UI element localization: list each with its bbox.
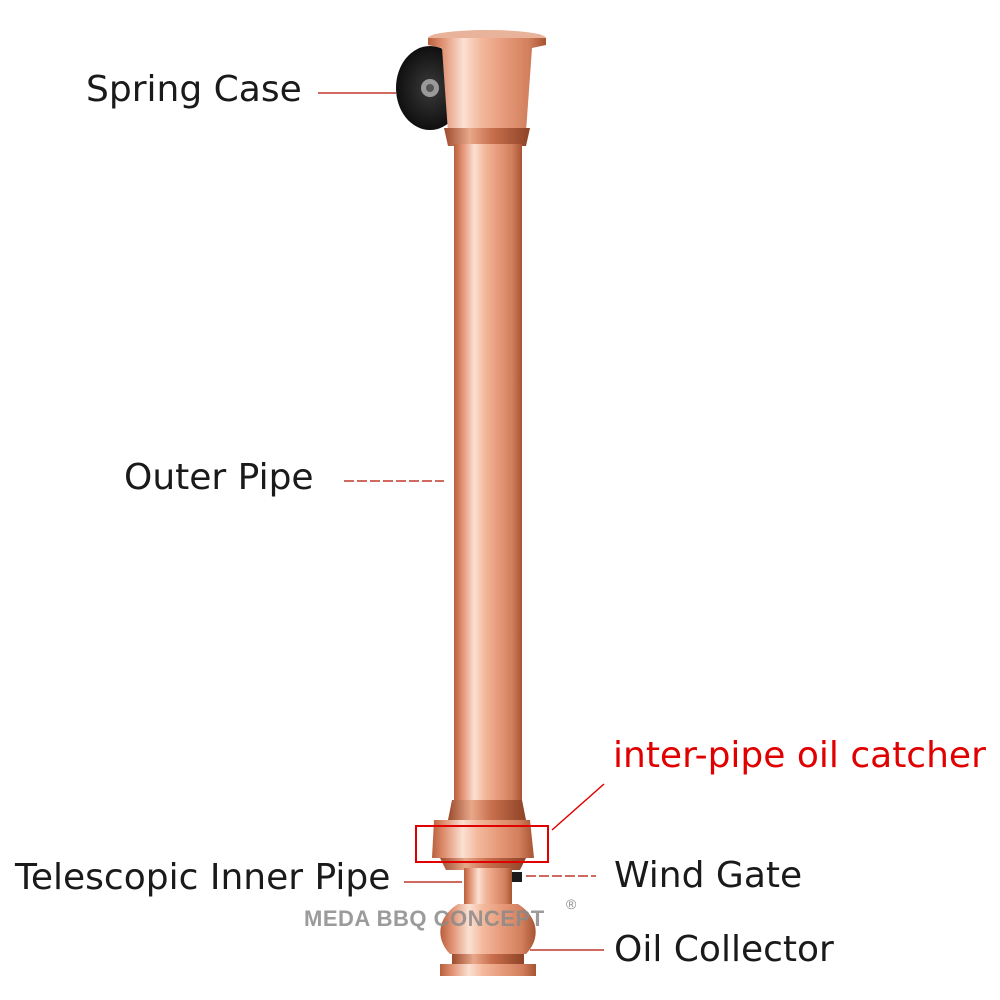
outer-pipe-label: Outer Pipe: [124, 457, 314, 498]
brand-watermark: MEDA BBQ CONCEPT: [304, 906, 545, 931]
inner-pipe: [464, 868, 522, 904]
wind-gate-label: Wind Gate: [614, 855, 803, 896]
oil-collector: [440, 904, 536, 976]
top-cup: [428, 30, 546, 146]
leader-lines: [318, 92, 605, 951]
registered-mark: ®: [566, 896, 577, 912]
oil-catcher-collar: [432, 800, 534, 870]
oil-collector-label: Oil Collector: [614, 929, 834, 970]
oil-catcher-label: inter-pipe oil catcher: [613, 735, 986, 776]
oil-catcher-highlight-box: [415, 825, 549, 863]
outer-pipe: [454, 144, 522, 804]
spring-case-label: Spring Case: [86, 69, 302, 110]
knob-icon: [512, 872, 522, 882]
telescopic-inner-pipe-label: Telescopic Inner Pipe: [15, 857, 391, 898]
